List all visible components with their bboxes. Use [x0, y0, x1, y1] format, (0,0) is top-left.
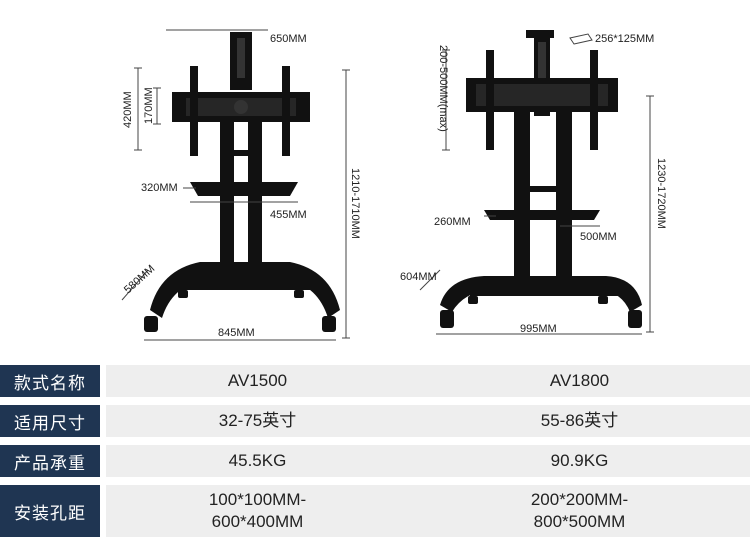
av1800-stand-illustration: [440, 30, 642, 328]
av1800-height-range-label: 1230-1720MM: [655, 158, 667, 229]
spec-value-av1800: 90.9KG: [550, 451, 609, 470]
spec-value-av1800: AV1800: [549, 371, 610, 390]
av1500-height-range-label: 1210-1710MM: [349, 168, 361, 239]
av1500-shelf-width-label: 455MM: [270, 209, 307, 221]
av1800-shelf-width-label: 500MM: [580, 231, 617, 243]
spec-label: 适用尺寸: [0, 405, 100, 437]
av1500-stand-illustration: [144, 32, 340, 332]
spec-row-model: 款式名称 AV1500 AV1800: [0, 365, 750, 397]
av1500-vesa-height-inner-label: 170MM: [143, 87, 155, 124]
spec-value-av1500: AV1500: [227, 371, 288, 390]
av1500-vesa-height-total-label: 420MM: [122, 91, 134, 128]
spec-row-screen-size: 适用尺寸 32-75英寸 55-86英寸: [0, 405, 750, 437]
av1800-base-depth-label: 604MM: [400, 271, 437, 283]
av1500-shelf-depth-label: 320MM: [141, 182, 178, 194]
av1800-shelf-depth-label: 260MM: [434, 216, 471, 228]
spec-label: 产品承重: [0, 445, 100, 477]
av1500-base-width-label: 845MM: [218, 327, 255, 339]
spec-value-av1500: 45.5KG: [228, 451, 287, 470]
spec-label: 款式名称: [0, 365, 100, 397]
spec-label: 安装孔距: [0, 485, 100, 537]
spec-value-av1500: 32-75英寸: [218, 411, 297, 430]
av1500-dimension-lines: [121, 29, 350, 341]
spec-row-load: 产品承重 45.5KG 90.9KG: [0, 445, 750, 477]
spec-value-av1500: 100*100MM- 600*400MM: [208, 490, 307, 531]
av1800-base-width-label: 995MM: [520, 323, 557, 335]
av1500-base-depth-label: 580MM: [122, 263, 157, 296]
spec-value-av1800: 55-86英寸: [540, 411, 619, 430]
spec-value-av1800: 200*200MM- 800*500MM: [530, 490, 629, 531]
av1800-dimension-lines: [419, 33, 654, 335]
av1500-vesa-width-label: 650MM: [270, 33, 307, 45]
spec-row-vesa: 安装孔距 100*100MM- 600*400MM 200*200MM- 800…: [0, 485, 750, 537]
av1800-top-plate-label: 256*125MM: [595, 33, 654, 45]
av1800-vesa-range-label: 200-500MM(max): [437, 45, 449, 132]
product-dimension-diagram: 650MM 420MM 170MM 320MM 455MM 1210-1710M…: [121, 29, 667, 341]
